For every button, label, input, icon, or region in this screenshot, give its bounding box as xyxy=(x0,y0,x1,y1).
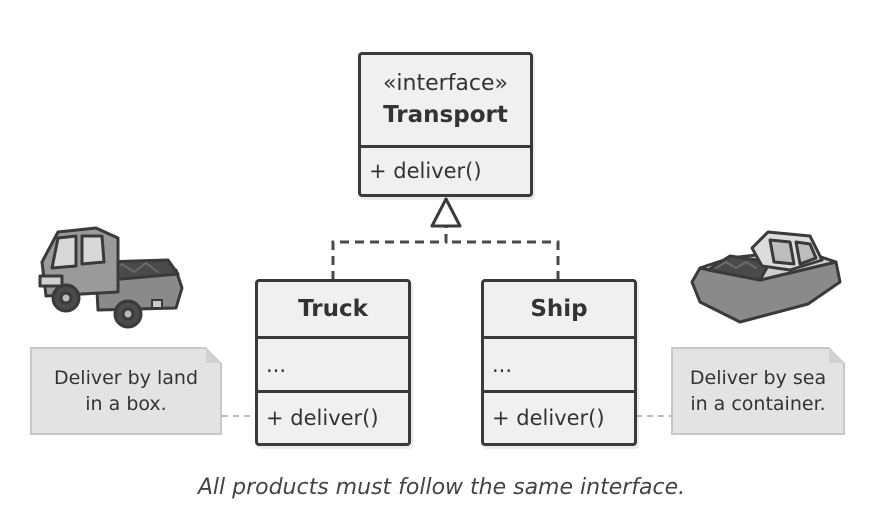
truck-note-line-2: in a box. xyxy=(85,393,167,415)
ship-fields: ... xyxy=(484,336,634,390)
ship-note-line-1: Deliver by sea xyxy=(689,367,827,389)
truck-note-line-1: Deliver by land xyxy=(53,367,199,389)
interface-name: Transport xyxy=(383,102,508,128)
ship-class-box: Ship ... + deliver() xyxy=(481,279,637,446)
ship-class-name: Ship xyxy=(530,296,588,322)
ship-note: Deliver by sea in a container. xyxy=(671,347,845,435)
truck-fields: ... xyxy=(258,336,408,390)
truck-method: + deliver() xyxy=(258,390,408,443)
interface-stereotype: «interface» xyxy=(382,71,509,96)
interface-method: + deliver() xyxy=(361,145,530,194)
diagram-caption: All products must follow the same interf… xyxy=(197,475,686,500)
truck-class-box: Truck ... + deliver() xyxy=(255,279,411,446)
realization-line-truck xyxy=(331,226,448,280)
note-fold xyxy=(206,347,222,363)
truck-note: Deliver by land in a box. xyxy=(30,347,222,435)
realization-line-ship xyxy=(446,240,560,280)
interface-header: «interface» Transport xyxy=(361,55,530,145)
realization-arrowhead xyxy=(430,197,462,228)
ship-method: + deliver() xyxy=(484,390,634,443)
ship-note-line-2: in a container. xyxy=(690,393,826,415)
transport-interface-box: «interface» Transport + deliver() xyxy=(358,52,533,197)
note-fold xyxy=(829,347,845,363)
truck-class-name: Truck xyxy=(298,296,368,322)
